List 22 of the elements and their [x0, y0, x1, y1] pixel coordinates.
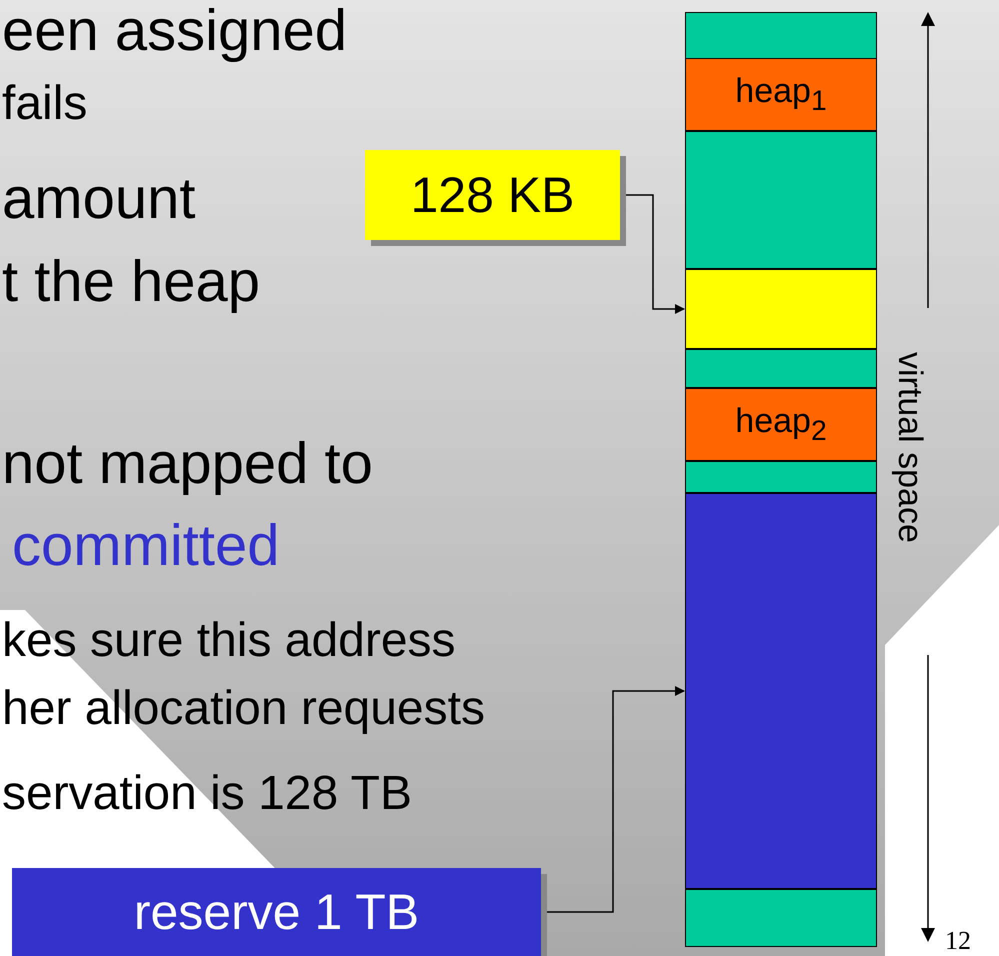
body-text: t the heap [2, 253, 260, 311]
heap-segment: heap$_{2}$ [685, 388, 877, 461]
free-space-segment [685, 889, 877, 947]
axis-label: virtual space [893, 352, 927, 543]
body-text: her allocation requests [2, 685, 485, 733]
reserved-segment [685, 493, 877, 889]
body-text: not mapped to [2, 435, 373, 493]
body-text: servation is 128 TB [2, 770, 412, 818]
heap-segment: heap$_{1}$ [685, 58, 877, 131]
allocated-segment [685, 269, 877, 349]
body-text: committed [12, 517, 280, 575]
free-space-segment [685, 12, 877, 59]
callout-box: reserve 1 TB [12, 868, 541, 956]
body-text: amount [2, 170, 196, 228]
free-space-segment [685, 461, 877, 493]
body-text: een assigned [2, 2, 348, 60]
body-text: fails [2, 80, 88, 128]
page-number: 12 [945, 928, 971, 954]
free-space-segment [685, 349, 877, 388]
free-space-segment [685, 131, 877, 269]
body-text: kes sure this address [2, 617, 456, 665]
callout-box: 128 KB [365, 150, 620, 240]
